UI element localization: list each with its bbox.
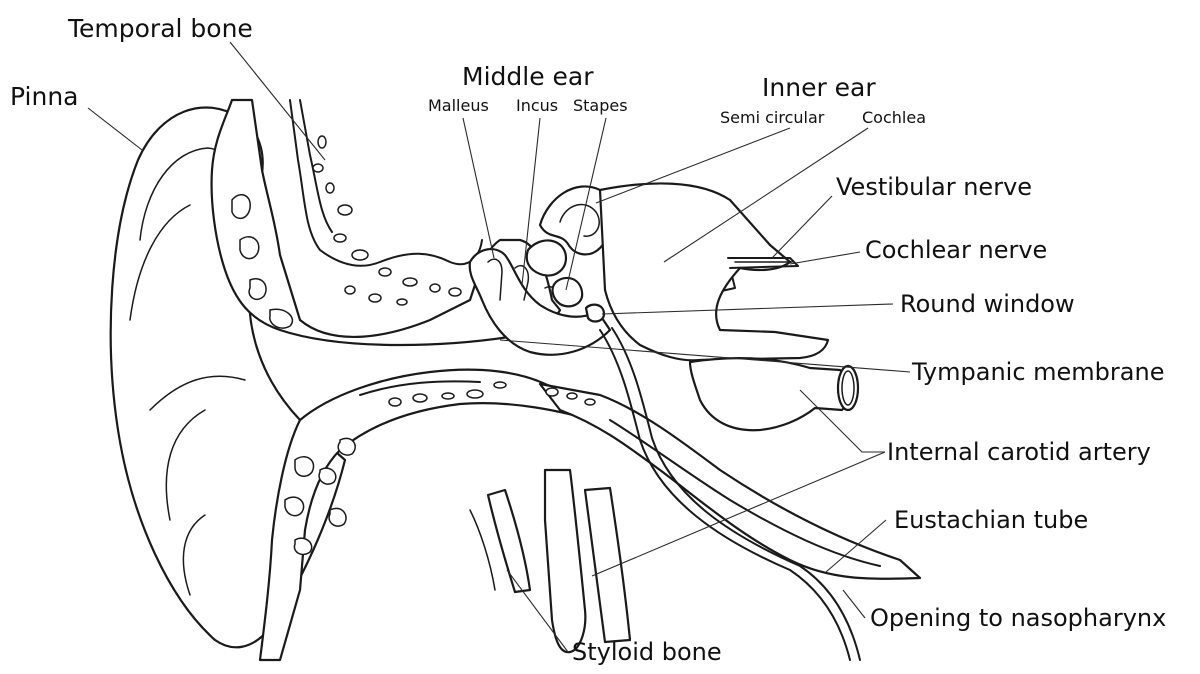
label-stapes: Stapes (573, 96, 628, 115)
label-round-window: Round window (900, 290, 1075, 318)
label-opening-to-nasopharynx: Opening to nasopharynx (870, 604, 1166, 632)
label-tympanic-membrane: Tympanic membrane (911, 358, 1164, 386)
label-cochlear-nerve: Cochlear nerve (865, 236, 1047, 264)
label-styloid-bone: Styloid bone (572, 638, 722, 666)
nerves-shape (600, 183, 828, 360)
label-pinna: Pinna (10, 82, 78, 111)
ear-drawing (111, 100, 920, 660)
label-eustachian-tube: Eustachian tube (894, 506, 1088, 534)
label-incus: Incus (516, 96, 558, 115)
label-semi-circular: Semi circular (720, 108, 825, 127)
label-middle-ear: Middle ear (462, 62, 594, 91)
label-malleus: Malleus (428, 96, 489, 115)
label-inner-ear: Inner ear (762, 73, 876, 102)
label-cochlea: Cochlea (862, 108, 926, 127)
label-temporal-bone: Temporal bone (67, 14, 253, 43)
styloid-shape (470, 470, 630, 652)
label-internal-carotid-artery: Internal carotid artery (887, 438, 1151, 466)
label-vestibular-nerve: Vestibular nerve (836, 173, 1032, 201)
carotid-artery-shape (690, 358, 858, 430)
